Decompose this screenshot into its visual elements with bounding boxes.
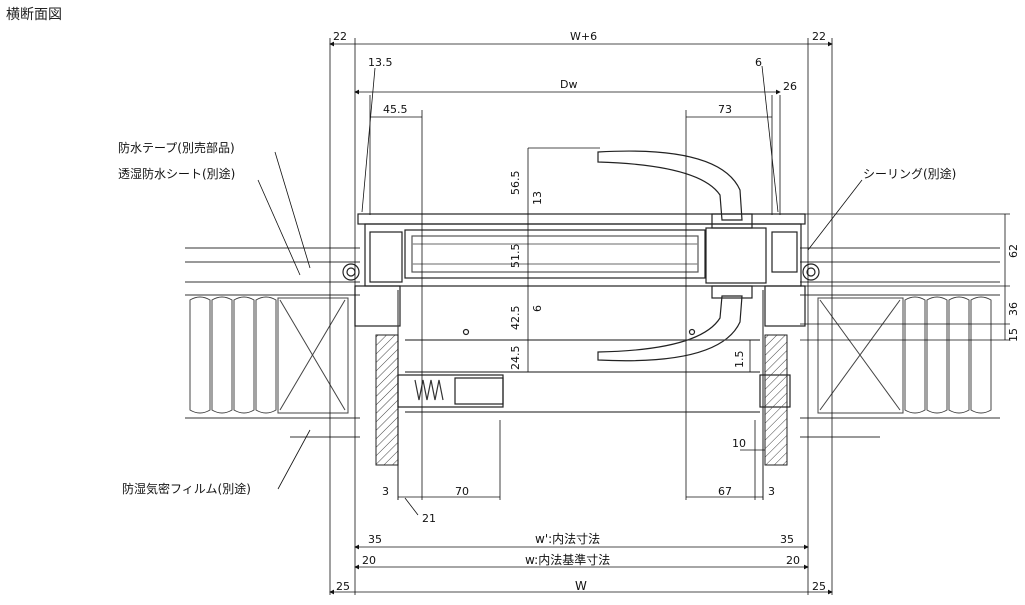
dim-35-left: 35 xyxy=(368,533,382,546)
dim-w-plus-6: W+6 xyxy=(570,30,597,43)
dim-standard-width: w:内法基準寸法 xyxy=(525,552,610,567)
dim-70: 70 xyxy=(455,485,469,498)
dim-42-5: 42.5 xyxy=(509,306,522,331)
dim-22-left: 22 xyxy=(333,30,347,43)
dim-20-left: 20 xyxy=(362,554,376,567)
dim-51-5: 51.5 xyxy=(509,244,522,269)
label-moisture-sheet: 透湿防水シート(別途) xyxy=(118,166,235,181)
dim-26: 26 xyxy=(783,80,797,93)
dim-13-5: 13.5 xyxy=(368,56,393,69)
dim-6-v: 6 xyxy=(531,305,544,312)
wood-casing xyxy=(375,334,788,466)
dim-13-v: 13 xyxy=(531,191,544,205)
dimension-text: 22 W+6 22 13.5 6 Dw 26 45.5 73 56.5 13 5… xyxy=(333,30,1020,593)
dim-21: 21 xyxy=(422,512,436,525)
dim-15: 15 xyxy=(1007,328,1020,342)
insulation-left xyxy=(189,296,349,414)
dim-24-5: 24.5 xyxy=(509,346,522,371)
insulation-right xyxy=(817,296,992,414)
dim-1-5: 1.5 xyxy=(733,351,746,369)
dimension-lines xyxy=(257,38,1010,595)
window-frame xyxy=(342,150,820,500)
dim-45-5: 45.5 xyxy=(383,103,408,116)
dim-dw: Dw xyxy=(560,78,577,91)
dim-62: 62 xyxy=(1007,244,1020,258)
dim-56-5: 56.5 xyxy=(509,171,522,196)
drawing-title: 横断面図 xyxy=(6,7,62,23)
dim-22-right: 22 xyxy=(812,30,826,43)
callout-labels: 防水テープ(別売部品) 透湿防水シート(別途) シーリング(別途) 防湿気密フィ… xyxy=(118,140,956,496)
dim-25-right: 25 xyxy=(812,580,826,593)
dim-67: 67 xyxy=(718,485,732,498)
dim-inner-width: w':内法寸法 xyxy=(535,532,600,546)
dim-20-right: 20 xyxy=(786,554,800,567)
dim-3-left: 3 xyxy=(382,485,389,498)
dim-36: 36 xyxy=(1007,302,1020,316)
dim-25-left: 25 xyxy=(336,580,350,593)
label-waterproof-tape: 防水テープ(別売部品) xyxy=(118,140,235,155)
dim-6-top: 6 xyxy=(755,56,762,69)
dim-10: 10 xyxy=(732,437,746,450)
wall-structure xyxy=(185,247,1000,438)
label-vapor-film: 防湿気密フィルム(別途) xyxy=(122,481,251,496)
label-sealing: シーリング(別途) xyxy=(863,166,956,181)
dim-35-right: 35 xyxy=(780,533,794,546)
dim-w: W xyxy=(575,579,587,593)
dim-73: 73 xyxy=(718,103,732,116)
dim-3-right: 3 xyxy=(768,485,775,498)
